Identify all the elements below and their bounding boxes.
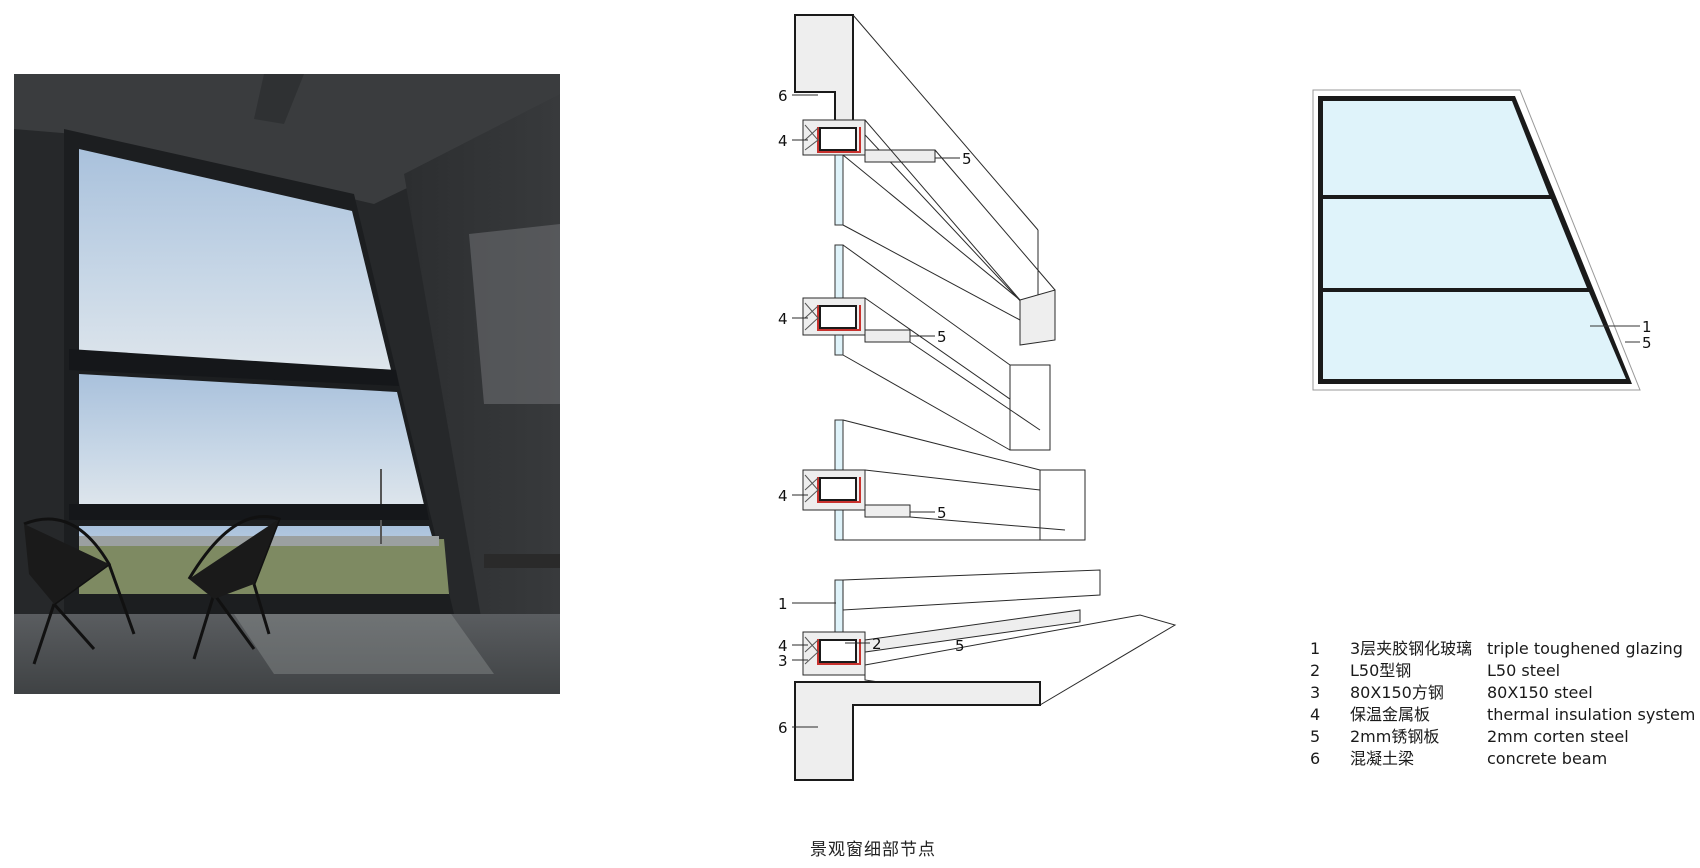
label-beam-bottom: 6 [778,719,788,737]
window-section-detail: 6 4 5 4 5 4 5 1 4 2 5 3 6 [778,14,1177,781]
legend-row: 1 3层夹胶钢化玻璃 triple toughened glazing [1310,638,1695,660]
legend-number: 2 [1310,661,1321,680]
legend-row: 6 混凝土梁 concrete beam [1310,748,1695,770]
pane-bottom [1323,292,1626,379]
legend-number: 4 [1310,705,1321,724]
label-square-tube: 3 [778,652,788,670]
elevation-label-plate: 5 [1642,334,1652,352]
legend-english: concrete beam [1487,749,1608,768]
legend-english: thermal insulation system [1487,705,1696,724]
legend-number: 1 [1310,639,1321,658]
label-glazing: 1 [778,595,788,613]
bottom-concrete-beam [794,681,1041,781]
legend-english: triple toughened glazing [1487,639,1683,658]
legend-chinese: L50型钢 [1350,661,1412,680]
interior-window-photo [14,74,560,694]
window-elevation: 1 5 [1312,89,1652,391]
legend-row: 5 2mm锈钢板 2mm corten steel [1310,726,1695,748]
label-panel-3: 4 [778,487,788,505]
legend-number: 3 [1310,683,1321,702]
legend-chinese: 混凝土梁 [1350,749,1415,768]
label-panel-1: 4 [778,132,788,150]
legend-row: 4 保温金属板 thermal insulation system [1310,704,1695,726]
label-steel-angle: 2 [872,635,882,653]
label-plate-3: 5 [937,504,947,522]
legend-chinese: 2mm锈钢板 [1350,727,1440,746]
legend-number: 6 [1310,749,1321,768]
elevation-label-glazing: 1 [1642,318,1652,336]
label-plate-1: 5 [962,150,972,168]
drawing-caption: 景观窗细部节点 [810,840,936,860]
legend-row: 2 L50型钢 L50 steel [1310,660,1695,682]
label-panel-4: 4 [778,637,788,655]
legend-chinese: 保温金属板 [1350,705,1431,724]
label-beam-top: 6 [778,87,788,105]
legend-chinese: 3层夹胶钢化玻璃 [1350,639,1473,658]
pane-top [1323,101,1549,195]
legend: 1 3层夹胶钢化玻璃 triple toughened glazing 2 L5… [1310,638,1695,770]
label-panel-2: 4 [778,310,788,328]
legend-number: 5 [1310,727,1321,746]
top-concrete-beam [794,14,854,123]
legend-english: 80X150 steel [1487,683,1593,702]
legend-english: L50 steel [1487,661,1561,680]
label-plate-4: 5 [955,637,965,655]
label-plate-2: 5 [937,328,947,346]
pane-middle [1323,199,1587,288]
legend-english: 2mm corten steel [1487,727,1629,746]
legend-chinese: 80X150方钢 [1350,683,1444,702]
legend-row: 3 80X150方钢 80X150 steel [1310,682,1695,704]
